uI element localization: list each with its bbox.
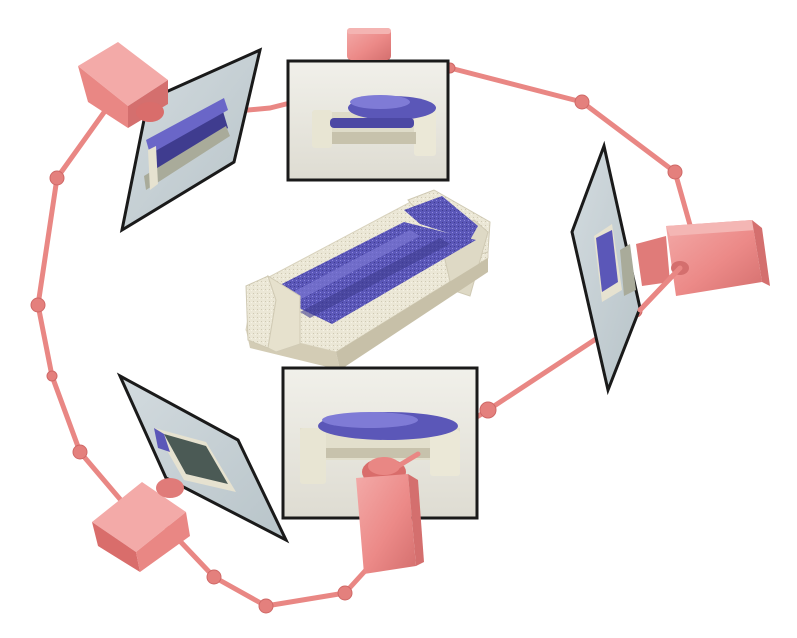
trajectory-segment-overlay: [392, 451, 421, 471]
camera-icon: [347, 28, 391, 60]
trajectory-segment-top: [447, 65, 693, 228]
camera-trajectory-overlay: [392, 265, 683, 471]
trajectory-node-icon: [30, 297, 46, 313]
image-plane-top-center: [286, 59, 450, 182]
image-plane-top-left: [119, 47, 263, 234]
camera-icon: [636, 220, 770, 296]
trajectory-node-icon: [258, 598, 274, 614]
sofa-icon: [594, 224, 636, 302]
center-sofa: [245, 189, 491, 370]
trajectory-node-icon: [72, 444, 88, 460]
trajectory-segment-overlay: [637, 265, 683, 313]
sofa-icon: [154, 428, 236, 492]
trajectory-node-icon: [574, 94, 590, 110]
trajectory-node-icon: [479, 401, 497, 419]
trajectory-segment-left: [35, 101, 128, 508]
sofa-icon: [144, 98, 230, 190]
trajectory-node-icon: [206, 569, 222, 585]
camera-icon: [92, 478, 190, 572]
trajectory-node-icon: [337, 585, 353, 601]
image-plane-right: [570, 140, 642, 396]
image-plane-bottom-center: [281, 366, 479, 520]
camera-icon: [78, 42, 168, 128]
sofa-icon: [300, 412, 460, 484]
sofa-icon: [312, 95, 436, 156]
trajectory-node-icon: [667, 164, 683, 180]
image-plane-bottom-left: [116, 372, 290, 544]
camera-icon: [356, 457, 424, 574]
trajectory-node-icon: [46, 370, 58, 382]
trajectory-node-icon: [49, 170, 65, 186]
